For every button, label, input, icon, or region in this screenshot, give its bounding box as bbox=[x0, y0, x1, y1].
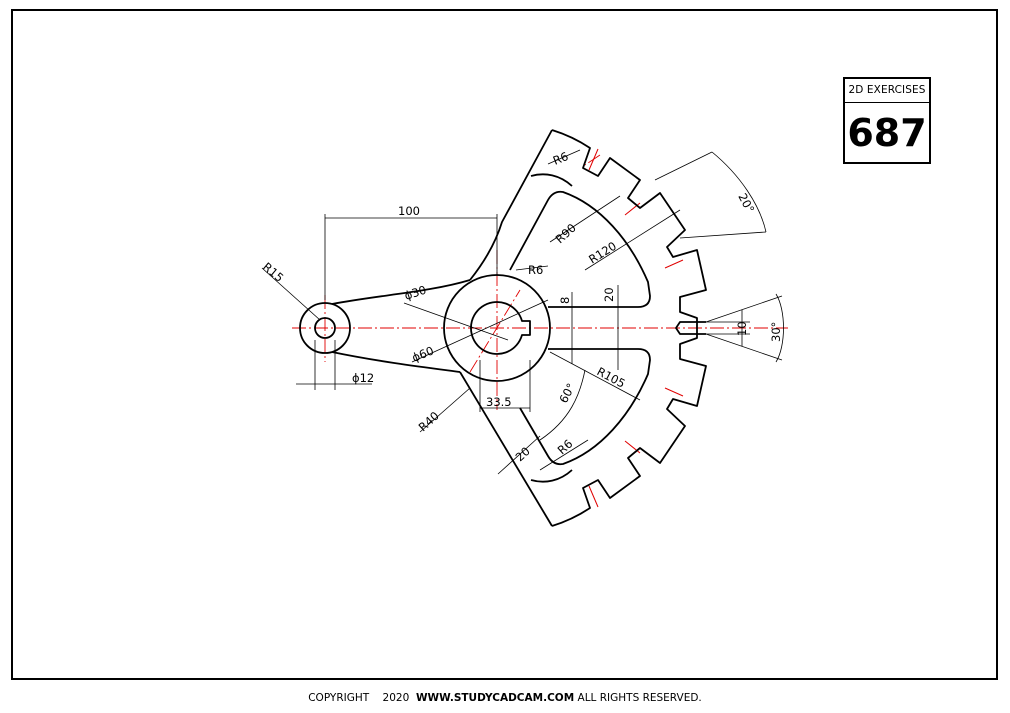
dim-r6-bottom: R6 bbox=[555, 437, 576, 458]
small-hole-d12 bbox=[314, 317, 336, 339]
dim-r90: R90 bbox=[553, 221, 579, 247]
dim-r6-hub: R6 bbox=[528, 263, 543, 277]
sector-lower-edge bbox=[459, 371, 553, 527]
dim-len100: 100 bbox=[398, 204, 420, 218]
copyright-footer: COPYRIGHT 2020 WWW.STUDYCADCAM.COM ALL R… bbox=[0, 690, 1010, 706]
centerlines bbox=[292, 154, 788, 410]
dim-ang30: 30° bbox=[769, 322, 783, 342]
dim-r120: R120 bbox=[586, 239, 619, 267]
gear-teeth-outline bbox=[551, 129, 707, 527]
footer-copyright: COPYRIGHT bbox=[308, 692, 370, 704]
dim-r15: R15 bbox=[260, 260, 286, 285]
dim-ang20: 20° bbox=[735, 191, 757, 216]
badge-label: 2D EXERCISES bbox=[845, 79, 929, 103]
exercise-badge: 2D EXERCISES 687 bbox=[843, 77, 931, 164]
dim-d60: ϕ60 bbox=[410, 343, 436, 364]
footer-rights: ALL RIGHTS RESERVED. bbox=[577, 692, 702, 704]
sector-upper-edge bbox=[469, 129, 553, 281]
upper-inner-fillet bbox=[530, 173, 573, 187]
lower-inner-fillet bbox=[530, 469, 573, 483]
dim-r6-top: R6 bbox=[551, 149, 570, 168]
footer-year: 2020 bbox=[382, 692, 410, 704]
dim-r105: R105 bbox=[595, 364, 628, 390]
dim-w20-slot: 20 bbox=[602, 287, 616, 302]
arm-upper-edge bbox=[331, 279, 471, 305]
dim-w8: 8 bbox=[558, 297, 572, 304]
dim-w10: 10 bbox=[735, 321, 749, 336]
centerline-arc-r105 bbox=[584, 154, 601, 166]
dim-r40: R40 bbox=[416, 409, 442, 435]
dim-d12: ϕ12 bbox=[352, 371, 374, 385]
dimension-lines bbox=[261, 149, 784, 475]
drawing-frame bbox=[11, 9, 998, 680]
centerline-60-degree bbox=[469, 289, 521, 373]
right-slot bbox=[675, 321, 706, 335]
arm-lower-edge bbox=[331, 351, 461, 373]
dim-d30: ϕ30 bbox=[403, 283, 428, 303]
dim-w20-rib: 20 bbox=[513, 444, 533, 464]
exercise-number: 687 bbox=[847, 111, 927, 155]
small-boss-r15 bbox=[299, 302, 351, 354]
hub-bore-d30-with-keyway bbox=[470, 301, 531, 355]
lower-window bbox=[519, 348, 651, 466]
footer-site-link[interactable]: WWW.STUDYCADCAM.COM bbox=[415, 692, 575, 704]
dim-w33-5: 33.5 bbox=[486, 395, 512, 409]
upper-window bbox=[509, 190, 651, 308]
